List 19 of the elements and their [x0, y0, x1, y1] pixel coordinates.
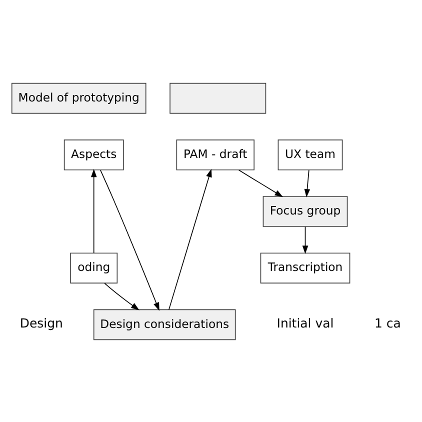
label: Design — [20, 315, 63, 330]
arrow — [104, 282, 140, 310]
node-box: PAM - draft — [176, 139, 254, 170]
node-box: Model of prototyping — [11, 82, 146, 114]
node-box: Transcription — [260, 252, 350, 283]
arrow — [238, 169, 284, 197]
arrow — [90, 168, 97, 253]
label: Initial val — [276, 315, 334, 330]
node-box — [170, 82, 266, 114]
node-box: oding — [70, 252, 118, 283]
arrow — [168, 168, 212, 310]
label: 1 ca — [374, 315, 401, 330]
arrow — [304, 169, 310, 197]
node-box: UX team — [278, 139, 343, 170]
arrow — [100, 169, 160, 310]
node-box: Aspects — [64, 139, 124, 170]
node-box: Focus group — [262, 196, 348, 226]
node-box: Design considerations — [93, 308, 236, 340]
arrow — [302, 226, 308, 254]
